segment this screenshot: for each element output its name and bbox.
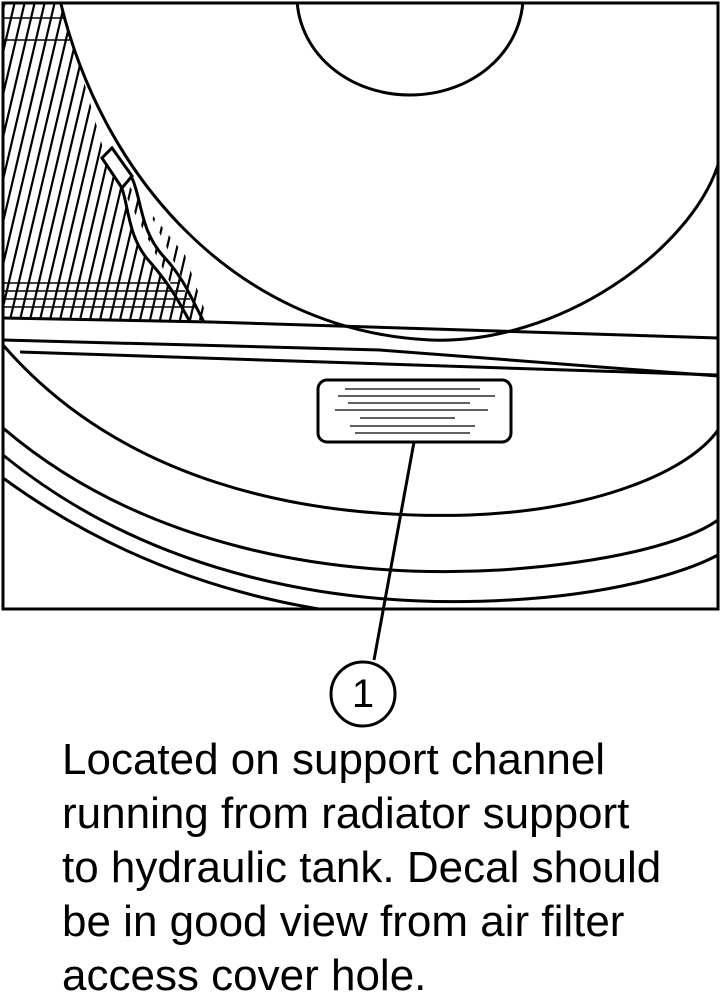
caption-line: Located on support channel [62, 735, 606, 784]
caption-line: be in good view from air filter [62, 897, 625, 946]
support-channel [3, 316, 718, 378]
hoses [100, 145, 206, 323]
caption-line: to hydraulic tank. Decal should [62, 843, 662, 892]
caption-line: access cover hole. [62, 951, 427, 1000]
air-filter-cap [295, 3, 525, 97]
caption: Located on support channel running from … [62, 733, 712, 1003]
callout-leader-line [372, 441, 416, 661]
callout-circle [329, 660, 397, 728]
decal [316, 378, 513, 444]
air-filter-canister [59, 3, 718, 342]
caption-line: running from radiator support [62, 789, 630, 838]
fender-arcs [3, 344, 718, 609]
illustration-frame [1, 1, 720, 611]
callout-number: 1 [351, 672, 375, 716]
